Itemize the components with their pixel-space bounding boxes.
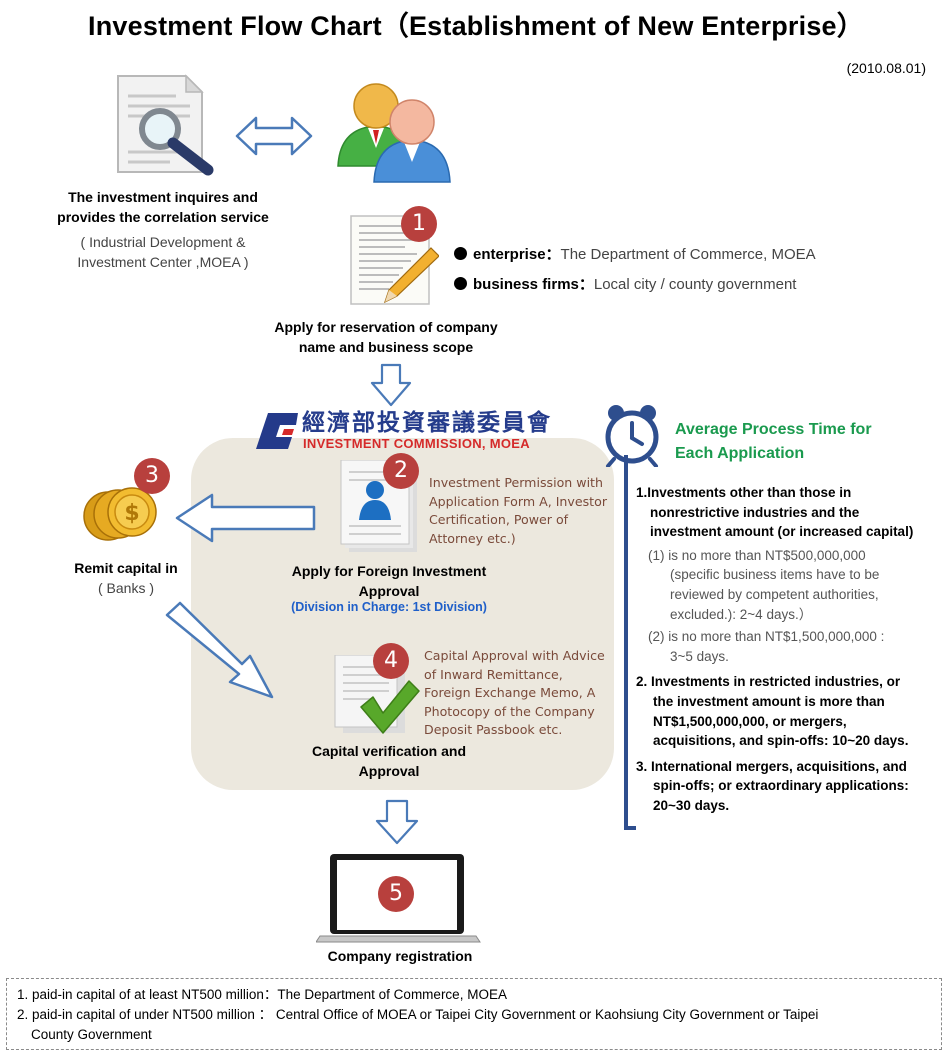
step-3-sublabel: ( Banks ): [97, 580, 154, 596]
coins-icon: $: [83, 487, 157, 541]
commission-chinese-name: 經濟部投資審議委員會: [302, 410, 552, 436]
enterprise-bullet: enterprise：The Department of Commerce, M…: [454, 245, 816, 265]
footer-notes: 1. paid-in capital of at least NT500 mil…: [6, 978, 942, 1050]
diagonal-arrow-icon: [165, 601, 274, 699]
step-1-badge: 1: [401, 206, 437, 242]
business-firms-bullet: business firms：Local city / county gover…: [454, 275, 796, 295]
svg-text:$: $: [124, 501, 139, 526]
step-3-label: Remit capital in: [74, 560, 178, 576]
document-search-icon: [117, 74, 214, 176]
footer-note-2: 2. paid-in capital of under NT500 millio…: [17, 1007, 819, 1022]
service-label: The investment inquires and provides the…: [57, 189, 269, 225]
step-1-label: Apply for reservation of company name an…: [274, 319, 498, 355]
step-4-documents: Capital Approval with Advice of Inward R…: [424, 648, 605, 737]
commission-logo: [256, 413, 298, 449]
process-item-1-sub-1: (1) is no more than NT$500,000,000 (spec…: [648, 547, 880, 622]
step-3-badge: 3: [134, 458, 170, 494]
process-item-2: 2. Investments in restricted industries,…: [636, 674, 909, 749]
division-note: (Division in Charge: 1st Division): [291, 600, 487, 614]
step-2-documents: Investment Permission with Application F…: [429, 475, 607, 546]
step-4-badge: 4: [373, 643, 409, 679]
step-5-label: Company registration: [327, 948, 473, 964]
step-2-label: Apply for Foreign Investment Approval: [291, 563, 487, 599]
service-sublabel: ( Industrial Development & Investment Ce…: [77, 234, 249, 270]
page-title: Investment Flow Chart（Establishment of N…: [88, 11, 864, 41]
process-item-3: 3. International mergers, acquisitions, …: [636, 758, 909, 813]
users-icon: [337, 83, 451, 183]
commission-english-name: INVESTMENT COMMISSION, MOEA: [303, 436, 530, 451]
date-label: (2010.08.01): [846, 60, 926, 76]
step-4-label: Capital verification and Approval: [311, 743, 467, 779]
step-5-badge: 5: [378, 876, 414, 912]
double-arrow-icon: [235, 116, 313, 156]
down-arrow-icon: [370, 363, 412, 407]
footer-note-1: 1. paid-in capital of at least NT500 mil…: [17, 987, 507, 1002]
process-item-1: 1.Investments other than those in nonres…: [636, 485, 914, 540]
down-arrow-icon: [375, 799, 419, 845]
alarm-clock-icon: [605, 405, 659, 467]
step-2-badge: 2: [383, 453, 419, 489]
timeline-bar: [624, 455, 628, 830]
process-time-list: 1.Investments other than those in nonres…: [636, 483, 946, 816]
process-item-1-sub-2: (2) is no more than NT$1,500,000,000 : 3…: [648, 629, 885, 664]
timeline-foot: [624, 826, 636, 830]
process-time-title: Average Process Time for Each Applicatio…: [675, 421, 872, 462]
footer-note-2-cont: County Government: [31, 1027, 152, 1042]
left-arrow-icon: [175, 493, 316, 543]
